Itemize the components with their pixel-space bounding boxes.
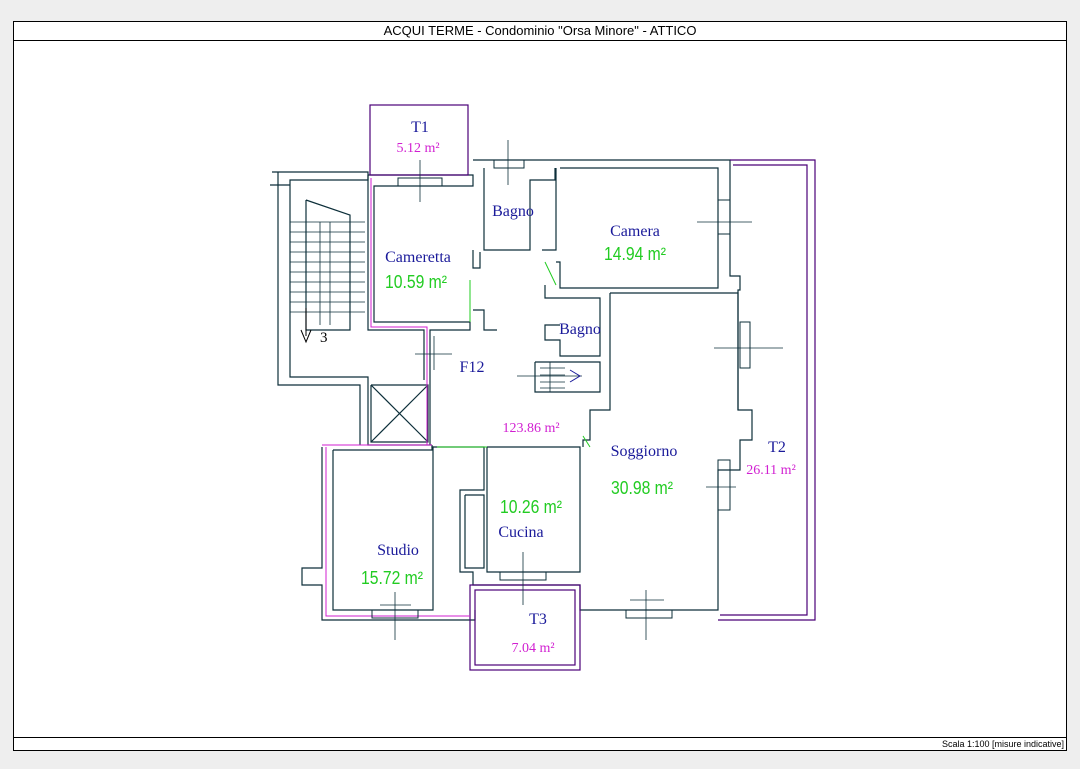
drawing-title: ACQUI TERME - Condominio "Orsa Minore" -… (14, 22, 1066, 41)
cameretta-label: Cameretta (385, 249, 451, 266)
boundary-highlight (322, 178, 470, 617)
windows (371, 159, 751, 619)
stair-treads (290, 221, 565, 392)
stair-small-arrow (569, 369, 581, 383)
camera-wall (556, 167, 719, 289)
t3-area: 7.04 m² (511, 641, 554, 656)
soggiorno-label: Soggiorno (611, 443, 678, 460)
bagno2-wall (544, 285, 601, 357)
window-marks (380, 140, 783, 640)
terrace-t2-outer (718, 159, 816, 621)
soggiorno-area: 30.98 m² (611, 478, 673, 498)
lift-cross-2 (370, 384, 429, 443)
cameretta-outer (367, 175, 425, 380)
stair-core-wall (272, 171, 432, 446)
terrace-t3-outer (469, 584, 581, 671)
studio-label: Studio (377, 542, 419, 559)
walls (270, 159, 753, 621)
stair-small (534, 361, 601, 393)
terrace-t1 (369, 104, 469, 176)
total-area: 123.86 m² (502, 421, 559, 436)
room-labels: T1 Bagno Camera Cameretta Bagno F12 Sogg… (377, 119, 786, 628)
t1-label: T1 (411, 119, 429, 136)
terraces (369, 104, 816, 671)
cameretta-wall (368, 174, 474, 445)
corridor-wall (473, 309, 497, 331)
stair-core-outer (277, 172, 361, 445)
scale-note: Scala 1:100 [misure indicative] (14, 737, 1066, 750)
room-areas: 14.94 m² 10.59 m² 30.98 m² 10.26 m² 15.7… (361, 244, 673, 588)
t2-label: T2 (768, 439, 786, 456)
studio-area: 15.72 m² (361, 568, 423, 588)
bagno1-wall (483, 168, 556, 251)
outer-wall-main (431, 159, 753, 611)
t1-area: 5.12 m² (396, 141, 439, 156)
cucina-wall (486, 446, 581, 573)
camera-label: Camera (610, 223, 660, 240)
soggiorno-wall (610, 292, 739, 410)
t3-label: T3 (529, 611, 547, 628)
f12-label: F12 (460, 359, 485, 376)
soggiorno-wall-2 (582, 293, 611, 447)
bagno1-label: Bagno (492, 203, 534, 220)
stair-arrow (300, 308, 312, 344)
drawing-sheet: ACQUI TERME - Condominio "Orsa Minore" -… (13, 21, 1067, 751)
t2-area: 26.11 m² (746, 463, 796, 478)
bagno2-label: Bagno (559, 321, 601, 338)
openings (437, 261, 591, 448)
cucina-label: Cucina (498, 524, 543, 541)
bagno1-wall-2 (472, 250, 481, 269)
studio-inner-wall (332, 446, 434, 611)
terrace-t3-inner (474, 589, 576, 666)
terrace-areas: 5.12 m² 123.86 m² 26.11 m² 7.04 m² (396, 141, 795, 656)
studio-outer-wall (301, 447, 476, 621)
camera-area: 14.94 m² (604, 244, 666, 264)
cucina-area: 10.26 m² (500, 497, 562, 517)
terrace-t2-inner (720, 164, 808, 616)
bagno1-door (542, 168, 557, 251)
cucina-left-wall (464, 494, 485, 569)
stair-number: 3 (320, 330, 328, 346)
stair-landing (305, 199, 351, 331)
cameretta-area: 10.59 m² (385, 272, 447, 292)
